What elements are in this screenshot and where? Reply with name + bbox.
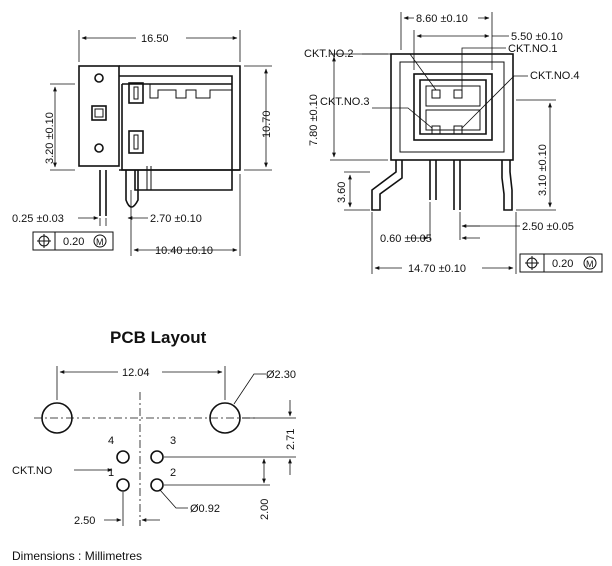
pin-label-4: 4 <box>108 435 114 447</box>
front-tolerance-frame: 0.20 M <box>519 253 603 273</box>
side-tolerance-frame: 0.20 M <box>32 231 114 251</box>
front-dim-pin-len: 3.10 ±0.10 <box>537 144 549 196</box>
front-dim-pin-pitch: 2.50 ±0.05 <box>522 221 574 233</box>
side-dim-width: 16.50 <box>141 33 169 45</box>
front-dim-top: 8.60 ±0.10 <box>416 13 468 25</box>
pcb-dim-row-offset: 2.71 <box>285 429 297 450</box>
front-dim-stand: 3.60 <box>336 182 348 203</box>
side-dim-height: 10.70 <box>261 110 273 138</box>
side-view-body <box>78 65 241 216</box>
front-view: 8.60 ±0.10 5.50 ±0.10 CKT.NO.1 CKT.NO.2 … <box>304 11 603 275</box>
front-ckt-no-3: CKT.NO.3 <box>320 96 370 108</box>
front-dim-pin-width: 0.60 ±0.05 <box>380 233 432 245</box>
side-dim-pin-thickness: 0.25 ±0.03 <box>12 213 64 225</box>
front-dim-height: 7.80 ±0.10 <box>308 94 320 146</box>
pcb-dim-small-hole: Ø0.92 <box>190 503 220 515</box>
pin-label-2: 2 <box>170 467 176 479</box>
side-tolerance-modifier: M <box>96 237 104 247</box>
pcb-ckt-label: CKT.NO <box>12 465 53 477</box>
side-dim-depth: 10.40 ±0.10 <box>155 245 213 257</box>
front-ckt-no-4: CKT.NO.4 <box>530 70 580 82</box>
front-ckt-no-2: CKT.NO.2 <box>304 48 354 60</box>
side-view: 16.50 10.70 3.20 ±0.10 0.25 ±0.03 2.70 ±… <box>12 30 273 257</box>
pcb-dim-span: 12.04 <box>122 367 150 379</box>
side-tolerance-value: 0.20 <box>63 236 84 248</box>
pin-label-1: 1 <box>108 467 114 479</box>
side-dim-pin-spacing: 2.70 ±0.10 <box>150 213 202 225</box>
pin-hole-1 <box>116 478 130 492</box>
side-dim-upper: 3.20 ±0.10 <box>44 112 56 164</box>
mounting-hole-right <box>209 402 241 434</box>
front-tolerance-value: 0.20 <box>552 258 573 270</box>
pin-label-3: 3 <box>170 435 176 447</box>
units-note: Dimensions : Millimetres <box>12 549 142 563</box>
front-view-body <box>371 53 514 211</box>
pcb-layout-title: PCB Layout <box>110 328 207 347</box>
pin-hole-3 <box>150 450 164 464</box>
pcb-dim-col-pitch: 2.50 <box>74 515 95 527</box>
pcb-layout: PCB Layout 4 3 1 2 CKT.NO 12.04 Ø2.30 2. <box>12 328 297 527</box>
front-ckt-no-1: CKT.NO.1 <box>508 43 558 55</box>
front-tolerance-modifier: M <box>586 259 594 269</box>
front-dim-port: 5.50 ±0.10 <box>511 31 563 43</box>
front-dim-total: 14.70 ±0.10 <box>408 263 466 275</box>
pcb-dim-row-pitch: 2.00 <box>259 499 271 520</box>
pin-hole-4 <box>116 450 130 464</box>
mounting-hole-left <box>41 402 73 434</box>
pcb-dim-big-hole: Ø2.30 <box>266 369 296 381</box>
pin-hole-2 <box>150 478 164 492</box>
